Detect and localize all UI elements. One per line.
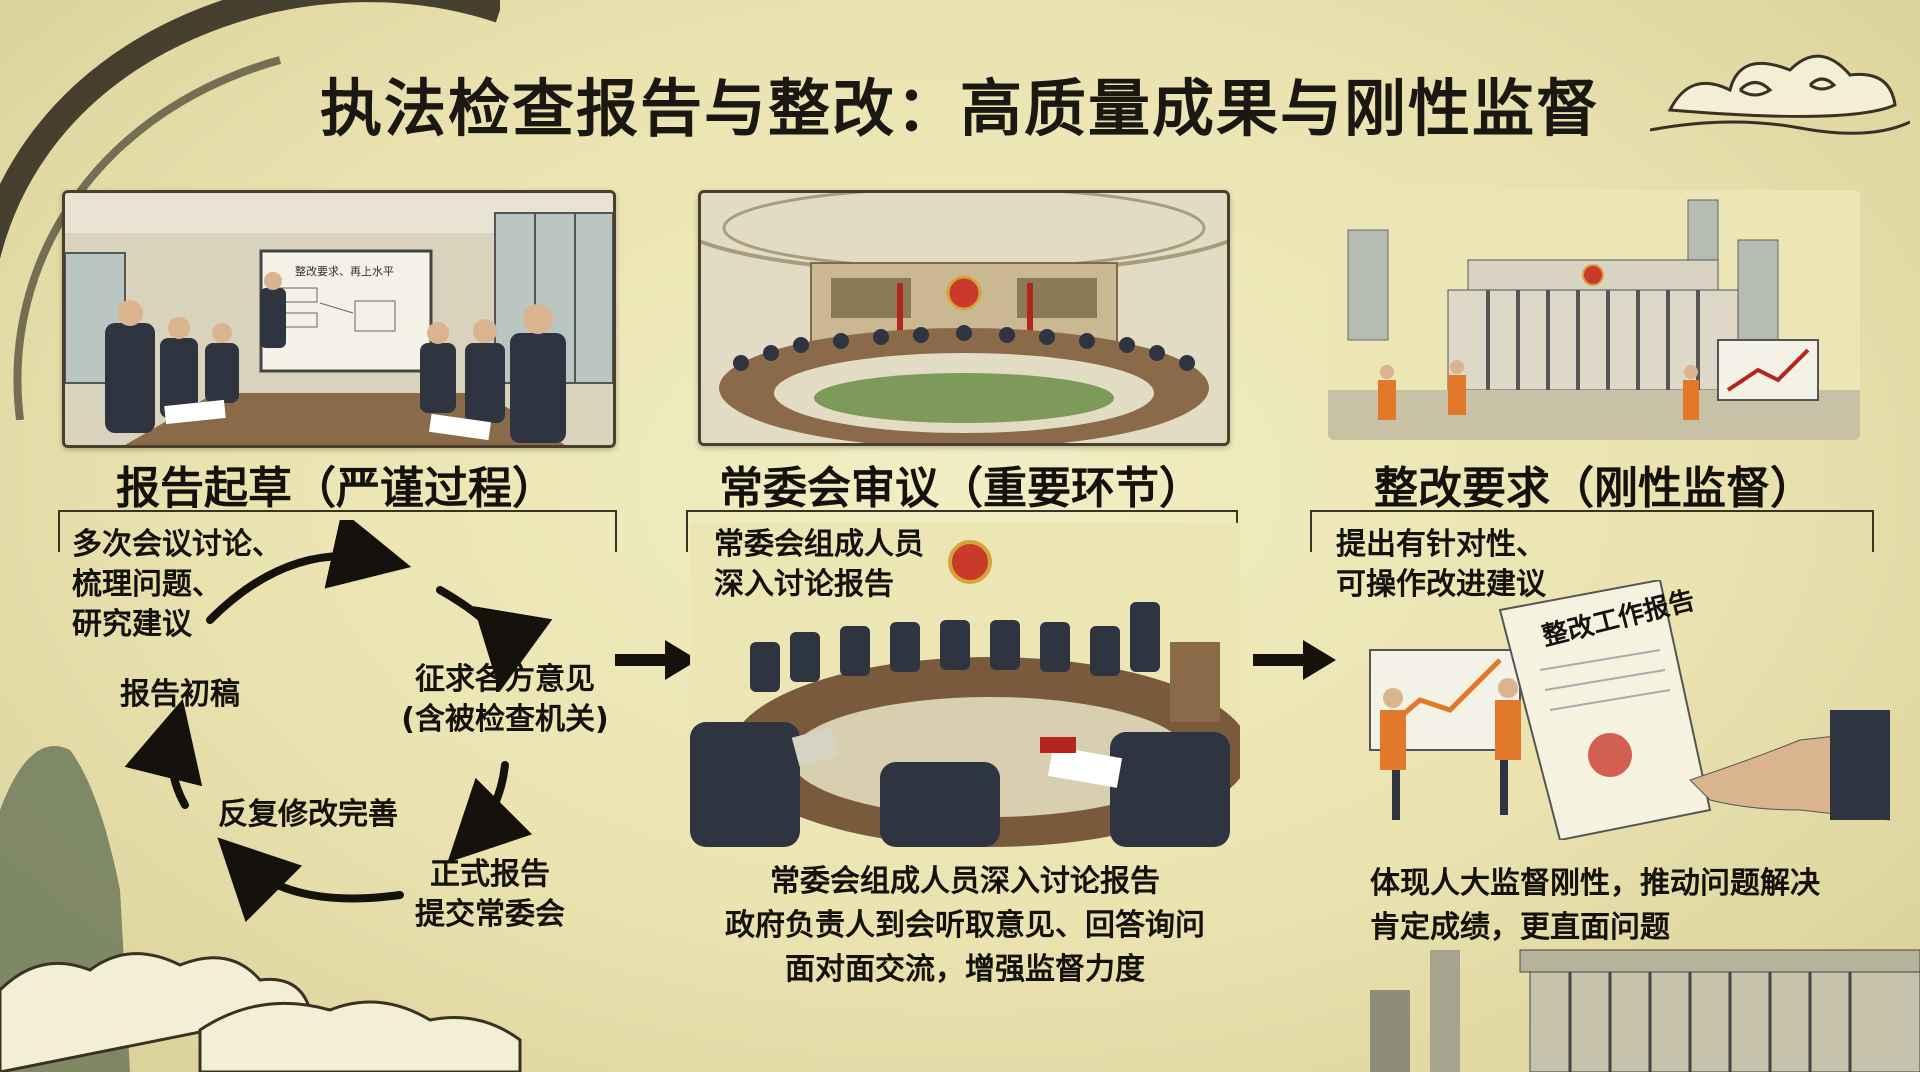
section-heading-rectification: 整改要求（刚性监督） <box>1374 463 1814 514</box>
cycle-arrow-2 <box>436 586 553 692</box>
cycle-arrow-5 <box>124 698 203 809</box>
building-rectification-scene <box>1328 190 1860 440</box>
cycle-step-submit: 正式报告 提交常委会 <box>400 855 580 935</box>
cycle-arrow-1 <box>206 520 412 624</box>
building-decoration-bottom-right <box>1370 949 1920 1072</box>
rectification-report-illustration <box>1330 580 1890 840</box>
drafting-cycle-diagram <box>124 520 553 923</box>
cycle-step-meetings-line1: 多次会议讨论、 <box>72 527 282 562</box>
meeting-room-illustration: 整改要求、再上水平 <box>62 190 616 448</box>
cycle-step-submit-line1: 正式报告 <box>430 857 550 892</box>
official-seal-icon <box>1588 733 1632 777</box>
emblem-icon <box>948 540 992 584</box>
flow-arrow-1 <box>615 640 698 680</box>
rectification-caption-bottom: 体现人大监督刚性，推动问题解决 肯定成绩，更直面问题 <box>1370 862 1820 950</box>
rectification-caption-line2: 肯定成绩，更直面问题 <box>1370 910 1670 945</box>
cycle-step-opinions-line2: (含被检查机关) <box>401 702 609 737</box>
cycle-step-first-draft: 报告初稿 <box>120 675 240 715</box>
review-caption-line3: 面对面交流，增强监督力度 <box>785 952 1145 987</box>
review-caption-top-line1: 常委会组成人员 <box>714 527 924 562</box>
review-caption-top: 常委会组成人员 深入讨论报告 <box>714 525 924 605</box>
mountain-cloud-decoration-left <box>0 746 522 1072</box>
rectification-caption-top-line1: 提出有针对性、 <box>1336 527 1546 562</box>
cycle-step-opinions: 征求各方意见 (含被检查机关) <box>395 660 615 740</box>
cycle-step-revise: 反复修改完善 <box>218 795 398 835</box>
rectification-report-scene <box>1369 580 1890 840</box>
building-emblem-icon <box>1582 264 1604 286</box>
cycle-step-meetings: 多次会议讨论、 梳理问题、 研究建议 <box>72 525 282 645</box>
cloud-decoration-top-right <box>1650 54 1910 135</box>
committee-deliberation-illustration <box>690 522 1240 847</box>
cycle-step-first-draft-line1: 报告初稿 <box>120 677 240 712</box>
committee-hall-scene <box>701 193 1227 443</box>
rectification-caption-top: 提出有针对性、 可操作改进建议 <box>1336 525 1546 605</box>
cycle-step-meetings-line3: 研究建议 <box>72 607 192 642</box>
flow-arrow-2 <box>1253 640 1336 680</box>
national-emblem-icon <box>946 275 982 311</box>
rectification-caption-top-line2: 可操作改进建议 <box>1336 567 1546 602</box>
report-scroll <box>1498 580 1712 840</box>
heading-bracket-3 <box>1310 510 1874 552</box>
heading-bracket-1 <box>58 510 617 552</box>
review-caption-bottom: 常委会组成人员深入讨论报告 政府负责人到会听取意见、回答询问 面对面交流，增强监… <box>690 860 1240 992</box>
cycle-step-revise-line1: 反复修改完善 <box>218 797 398 832</box>
section-heading-review: 常委会审议（重要环节） <box>719 463 1203 514</box>
review-caption-line2: 政府负责人到会听取意见、回答询问 <box>725 908 1205 943</box>
standing-committee-hall-illustration <box>698 190 1230 446</box>
government-building-illustration <box>1328 190 1860 440</box>
cycle-step-meetings-line2: 梳理问题、 <box>72 567 222 602</box>
section-heading-drafting: 报告起草（严谨过程） <box>116 463 556 514</box>
cycle-step-submit-line2: 提交常委会 <box>415 897 565 932</box>
deliberation-scene <box>690 522 1240 847</box>
cycle-arrow-4 <box>217 837 404 923</box>
rectification-caption-line1: 体现人大监督刚性，推动问题解决 <box>1370 866 1820 901</box>
meeting-room-scene: 整改要求、再上水平 <box>65 193 613 445</box>
whiteboard-text: 整改要求、再上水平 <box>295 264 394 278</box>
cycle-step-opinions-line1: 征求各方意见 <box>415 662 595 697</box>
review-caption-top-line2: 深入讨论报告 <box>714 567 894 602</box>
cycle-arrow-3 <box>447 761 533 863</box>
page-title: 执法检查报告与整改：高质量成果与刚性监督 <box>319 72 1600 145</box>
review-caption-line1: 常委会组成人员深入讨论报告 <box>770 864 1160 899</box>
